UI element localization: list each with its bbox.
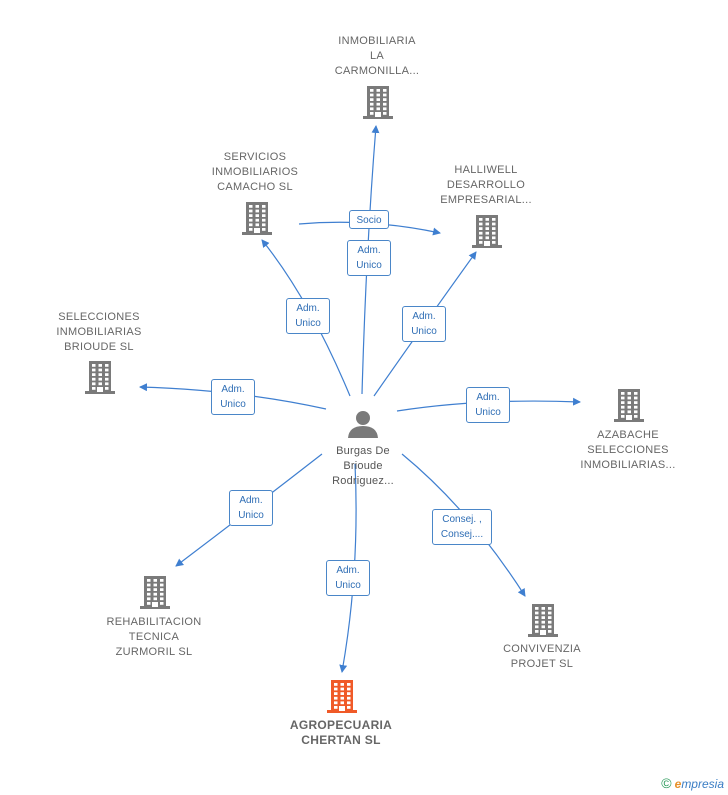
building-icon-carmonilla[interactable] xyxy=(363,86,393,119)
edge-label-brioude[interactable]: Adm. Unico xyxy=(211,379,255,415)
company-label-azabache[interactable]: AZABACHE SELECCIONES INMOBILIARIAS... xyxy=(580,428,676,471)
edge-label-carmonilla[interactable]: Adm. Unico xyxy=(347,240,391,276)
building-icon-chertan[interactable] xyxy=(327,680,357,713)
company-label-carmonilla[interactable]: INMOBILIARIA LA CARMONILLA... xyxy=(334,34,420,77)
edge-label-convivenzia[interactable]: Consej. , Consej.... xyxy=(432,509,492,545)
company-label-camacho[interactable]: SERVICIOS INMOBILIARIOS CAMACHO SL xyxy=(211,150,299,193)
building-icon-azabache[interactable] xyxy=(614,389,644,422)
edge-label-socio[interactable]: Socio xyxy=(349,209,389,229)
edge-label-zurmoril[interactable]: Adm. Unico xyxy=(229,490,273,526)
brand-rest: mpresia xyxy=(681,777,724,791)
building-icon-camacho[interactable] xyxy=(242,202,272,235)
company-label-halliwell[interactable]: HALLIWELL DESARROLLO EMPRESARIAL... xyxy=(440,163,532,206)
company-label-convivenzia[interactable]: CONVIVENZIA PROJET SL xyxy=(503,643,581,670)
building-icon-halliwell[interactable] xyxy=(472,215,502,248)
building-icon-zurmoril[interactable] xyxy=(140,576,170,609)
building-icon-brioude[interactable] xyxy=(85,361,115,394)
edge-label-halliwell[interactable]: Adm. Unico xyxy=(402,306,446,342)
company-label-brioude[interactable]: SELECCIONES INMOBILIARIAS BRIOUDE SL xyxy=(56,310,142,353)
company-label-chertan[interactable]: AGROPECUARIA CHERTAN SL xyxy=(289,718,393,747)
building-icon-convivenzia[interactable] xyxy=(528,604,558,637)
person-icon[interactable] xyxy=(348,411,378,438)
copyright-symbol: © xyxy=(661,775,672,791)
edge-label-azabache[interactable]: Adm. Unico xyxy=(466,387,510,423)
brand-e: e xyxy=(674,777,682,791)
edge-label-chertan[interactable]: Adm. Unico xyxy=(326,560,370,596)
person-label[interactable]: Burgas De Brioude Rodriguez... xyxy=(332,445,394,487)
empresia-brand[interactable]: ©empresia xyxy=(661,775,724,791)
edge-label-camacho[interactable]: Adm. Unico xyxy=(286,298,330,334)
company-label-zurmoril[interactable]: REHABILITACION TECNICA ZURMORIL SL xyxy=(106,615,202,658)
